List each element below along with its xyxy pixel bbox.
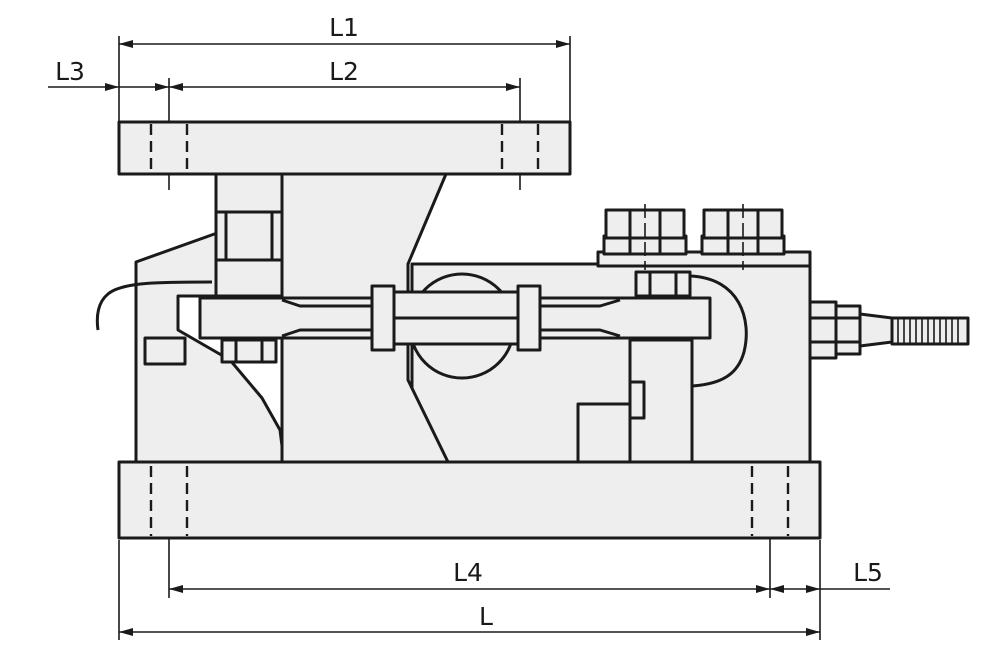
dimension-label-l2: L2 — [329, 57, 359, 86]
top-plate — [117, 120, 572, 176]
dimension-l5: L5 — [770, 558, 890, 593]
dimension-l: L — [119, 602, 820, 636]
hex-nut-beam-right — [634, 270, 692, 298]
dimension-l2: L2 — [169, 57, 520, 91]
dimension-label-l1: L1 — [329, 13, 359, 42]
base-plate — [117, 460, 822, 540]
dimension-l3: L3 — [48, 57, 169, 91]
dimension-l4: L4 — [169, 558, 770, 593]
hex-nut-beam-left — [220, 338, 278, 364]
cable-right — [689, 274, 748, 388]
dimension-label-l3: L3 — [55, 57, 85, 86]
load-cell-beam — [198, 284, 712, 352]
dimension-l1: L1 — [119, 13, 570, 48]
dimension-label-l: L — [479, 602, 493, 631]
vertical-post — [214, 172, 284, 298]
dimension-label-l4: L4 — [453, 558, 483, 587]
cable-gland — [808, 300, 970, 360]
dimension-label-l5: L5 — [853, 558, 883, 587]
cable-left — [95, 280, 213, 331]
cable-thread — [897, 318, 959, 344]
